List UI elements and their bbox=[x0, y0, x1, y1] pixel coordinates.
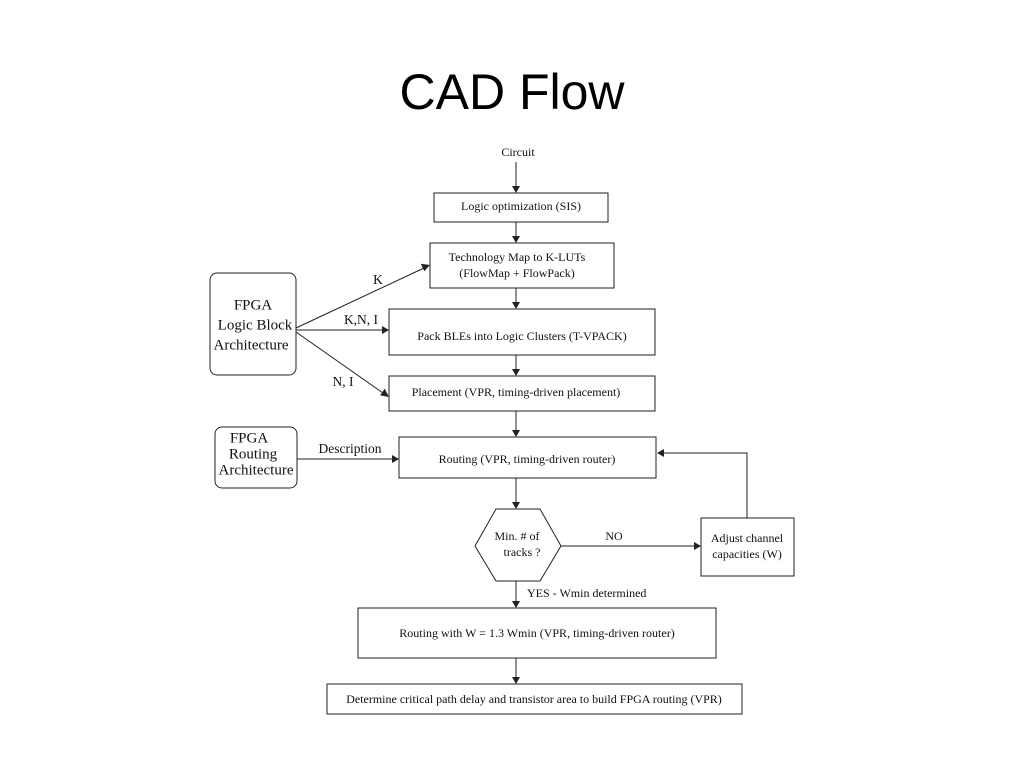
kni-label: K,N, I bbox=[344, 312, 379, 327]
placement-box bbox=[388, 375, 656, 412]
routing-arch-line2: Routing bbox=[229, 446, 278, 462]
routing-label: Routing (VPR, timing-driven router) bbox=[439, 452, 616, 466]
adjust-channel-box bbox=[700, 517, 795, 577]
determine-label: Determine critical path delay and transi… bbox=[346, 692, 722, 706]
pack-to-placement-arrowhead bbox=[512, 369, 520, 376]
description-label: Description bbox=[319, 441, 382, 456]
routing-final-to-determine-arrowhead bbox=[512, 677, 520, 684]
logic-arch-line2: Logic Block bbox=[218, 317, 293, 333]
routing-architecture-box bbox=[214, 426, 298, 489]
circuit-arrowhead bbox=[512, 186, 520, 193]
routing-arch-line1: FPGA bbox=[230, 430, 269, 446]
yes-branch-arrowhead bbox=[512, 601, 520, 608]
techmap-to-pack-arrowhead bbox=[512, 302, 520, 309]
technology-map-label-line2: (FlowMap + FlowPack) bbox=[459, 266, 574, 280]
decision-label-line2: tracks ? bbox=[504, 545, 541, 559]
description-arrowhead bbox=[392, 455, 399, 463]
pack-box bbox=[388, 308, 656, 356]
technology-map-label-line1: Technology Map to K-LUTs bbox=[449, 250, 586, 264]
feedback-loop-arrowhead bbox=[657, 449, 664, 457]
k-label: K bbox=[373, 272, 383, 287]
yes-label: YES - Wmin determined bbox=[527, 586, 646, 600]
routing-final-label: Routing with W = 1.3 Wmin (VPR, timing-d… bbox=[399, 626, 674, 640]
circuit-label: Circuit bbox=[501, 145, 535, 159]
determine-box bbox=[326, 683, 743, 715]
slide-title: CAD Flow bbox=[399, 64, 625, 120]
adjust-label-line1: Adjust channel bbox=[711, 531, 784, 545]
logic-optimization-label: Logic optimization (SIS) bbox=[461, 199, 581, 213]
no-branch-arrowhead bbox=[694, 542, 701, 550]
placement-label: Placement (VPR, timing-driven placement) bbox=[412, 385, 621, 399]
no-label: NO bbox=[605, 529, 623, 543]
routing-to-decision-arrowhead bbox=[512, 502, 520, 509]
logic-optimization-box bbox=[433, 192, 609, 223]
routing-box bbox=[398, 436, 657, 479]
technology-map-box bbox=[429, 242, 615, 289]
logic-opt-to-techmap-arrowhead bbox=[512, 236, 520, 243]
ni-arrow-line bbox=[295, 331, 384, 394]
kni-arrowhead bbox=[382, 326, 389, 334]
min-tracks-decision-hexagon bbox=[474, 508, 562, 582]
ni-label: N, I bbox=[333, 374, 354, 389]
adjust-label-line2: capacities (W) bbox=[712, 547, 782, 561]
routing-final-box bbox=[357, 607, 717, 659]
routing-arch-line3: Architecture bbox=[219, 462, 294, 478]
ni-arrowhead bbox=[380, 388, 389, 397]
logic-arch-line3: Architecture bbox=[214, 337, 289, 353]
logic-arch-line1: FPGA bbox=[234, 297, 273, 313]
placement-to-routing-arrowhead bbox=[512, 430, 520, 437]
k-arrow-line bbox=[295, 267, 425, 329]
pack-label: Pack BLEs into Logic Clusters (T-VPACK) bbox=[417, 329, 626, 343]
decision-label-line1: Min. # of bbox=[495, 529, 540, 543]
k-arrowhead bbox=[420, 263, 430, 272]
logic-block-architecture-box bbox=[209, 272, 297, 376]
feedback-loop-line bbox=[663, 452, 748, 518]
